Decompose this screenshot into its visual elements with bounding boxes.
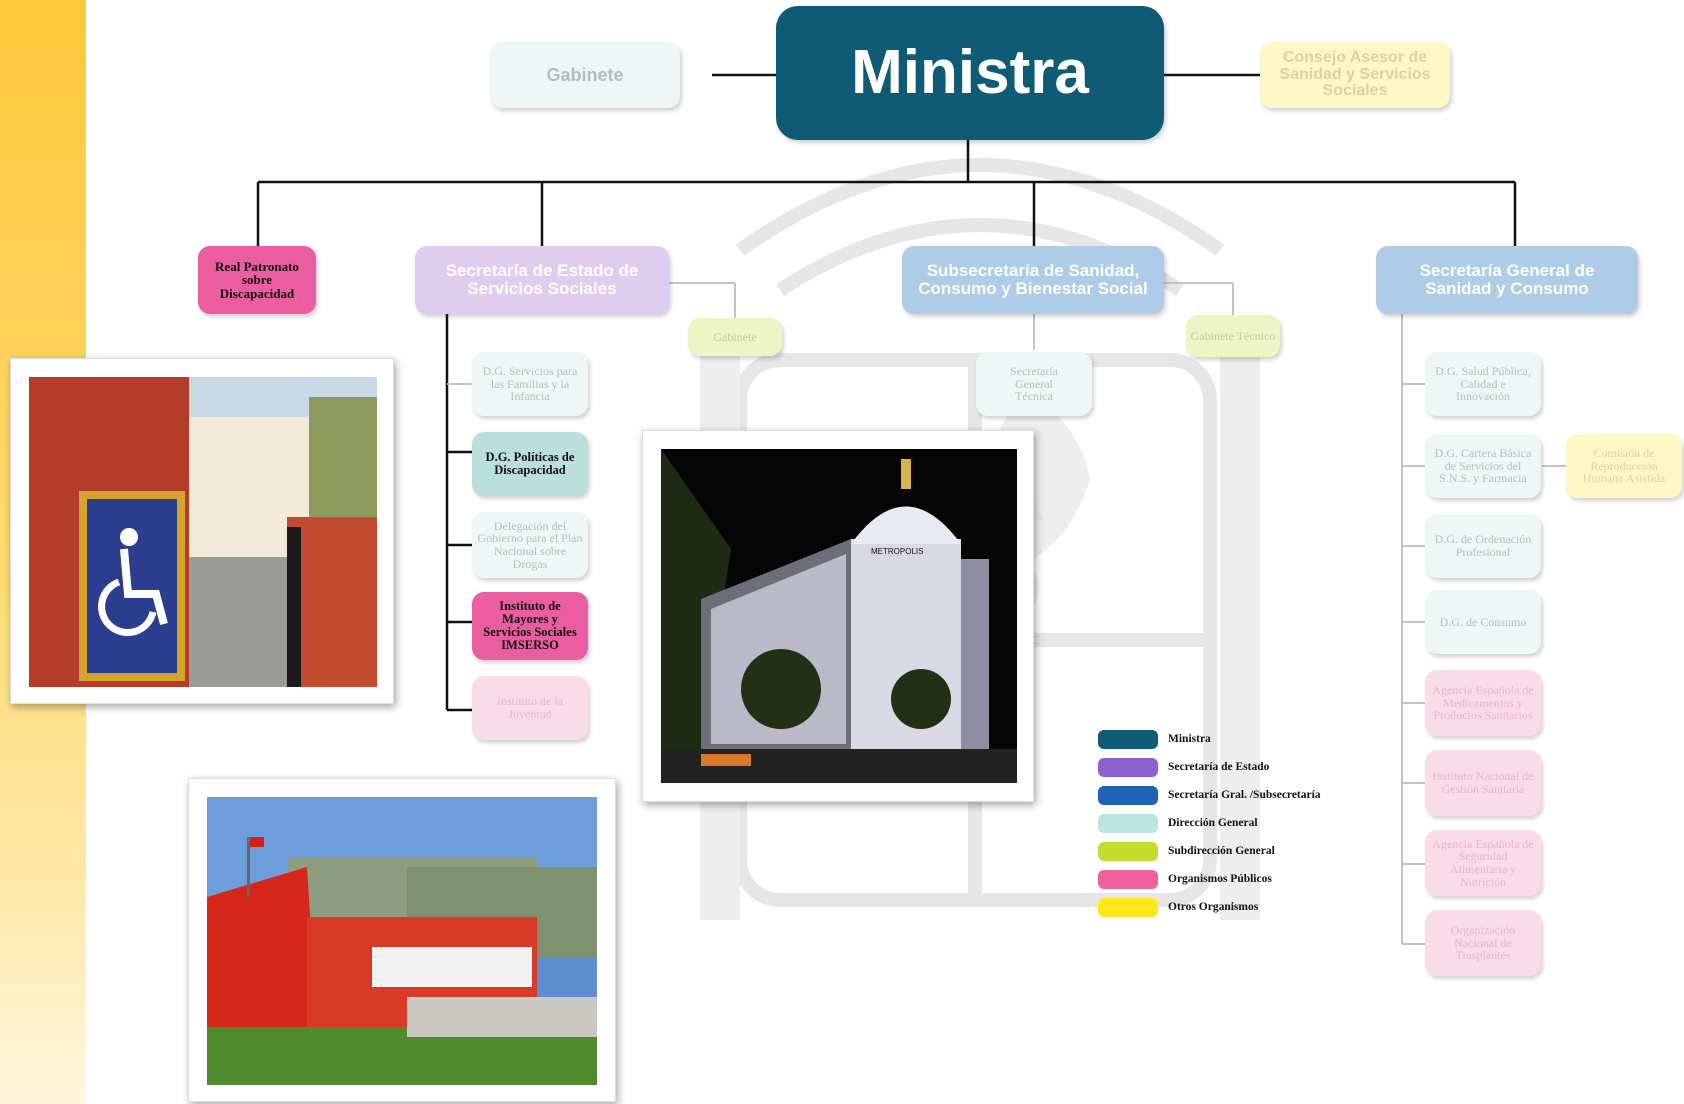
legend-swatch	[1098, 870, 1158, 889]
injuve-box: Instituto de la Juventud	[472, 676, 588, 740]
dg-ordenacion-profesional-box: D.G. de Ordenación Profesional	[1425, 514, 1541, 578]
legend-label: Dirección General	[1168, 817, 1258, 829]
secretaria-estado-servicios-sociales-box: Secretaría de Estado de Servicios Social…	[415, 246, 669, 314]
legend-item: Otros Organismos	[1098, 898, 1358, 920]
photo-metropolis-building: METROPOLIS	[642, 430, 1034, 802]
photo-accessibility-sign	[10, 358, 394, 704]
legend-swatch	[1098, 814, 1158, 833]
red-building-image	[207, 797, 597, 1085]
photo-red-building	[188, 778, 616, 1102]
dg-consumo-box: D.G. de Consumo	[1425, 590, 1541, 654]
gabinete-col2-box: Gabinete	[688, 318, 782, 356]
legend-item: Ministra	[1098, 730, 1358, 752]
secretaria-general-tecnica-box: Secretaría General Técnica	[976, 352, 1092, 416]
ont-box: Organización Nacional de Trasplantes	[1425, 910, 1541, 976]
subsecretaria-sanidad-box: Subsecretaría de Sanidad, Consumo y Bien…	[902, 246, 1164, 314]
legend-label: Ministra	[1168, 733, 1211, 745]
legend-item: Secretaría de Estado	[1098, 758, 1358, 780]
dg-discapacidad-box: D.G. Políticas de Discapacidad	[472, 432, 588, 496]
consejo-asesor-box: Consejo Asesor de Sanidad y Servicios So…	[1260, 42, 1450, 108]
legend-label: Organismos Públicos	[1168, 873, 1272, 885]
real-patronato-box: Real Patronato sobre Discapacidad	[198, 246, 316, 314]
legend-label: Secretaría de Estado	[1168, 761, 1270, 773]
legend-swatch	[1098, 758, 1158, 777]
aemps-box: Agencia Española de Medicamentos y Produ…	[1425, 670, 1541, 736]
legend-item: Dirección General	[1098, 814, 1358, 836]
secretaria-general-sanidad-box: Secretaría General de Sanidad y Consumo	[1376, 246, 1638, 314]
metropolis-night-image: METROPOLIS	[661, 449, 1017, 783]
legend-item: Subdirección General	[1098, 842, 1358, 864]
ministra-box: Ministra	[776, 6, 1164, 140]
metropolis-sign-text: METROPOLIS	[871, 547, 923, 556]
legend-item: Secretaría Gral. /Subsecretaría	[1098, 786, 1358, 808]
legend-label: Otros Organismos	[1168, 901, 1259, 913]
aesan-box: Agencia Española de Seguridad Alimentari…	[1425, 830, 1541, 896]
legend-swatch	[1098, 730, 1158, 749]
delegacion-drogas-box: Delegación del Gobierno para el Plan Nac…	[472, 512, 588, 578]
accessibility-sign-image	[29, 377, 377, 687]
legend-swatch	[1098, 786, 1158, 805]
legend-swatch	[1098, 842, 1158, 861]
dg-familias-box: D.G. Servicios para las Familias y la In…	[472, 352, 588, 416]
gabinete-top-box: Gabinete	[490, 42, 680, 108]
legend-swatch	[1098, 898, 1158, 917]
legend-label: Subdirección General	[1168, 845, 1275, 857]
dg-cartera-basica-box: D.G. Cartera Básica de Servicios del S.N…	[1425, 434, 1541, 498]
ingesa-box: Instituto Nacional de Gestión Sanitaria	[1425, 750, 1541, 816]
legend-label: Secretaría Gral. /Subsecretaría	[1168, 789, 1321, 801]
legend-item: Organismos Públicos	[1098, 870, 1358, 892]
comision-reproduccion-box: Comisión de Reproducción Humana Asistida	[1566, 434, 1682, 498]
gabinete-tecnico-box: Gabinete Técnico	[1186, 315, 1280, 357]
imserso-box: Instituto de Mayores y Servicios Sociale…	[472, 592, 588, 660]
dg-salud-publica-box: D.G. Salud Pública, Calidad e Innovación	[1425, 352, 1541, 416]
